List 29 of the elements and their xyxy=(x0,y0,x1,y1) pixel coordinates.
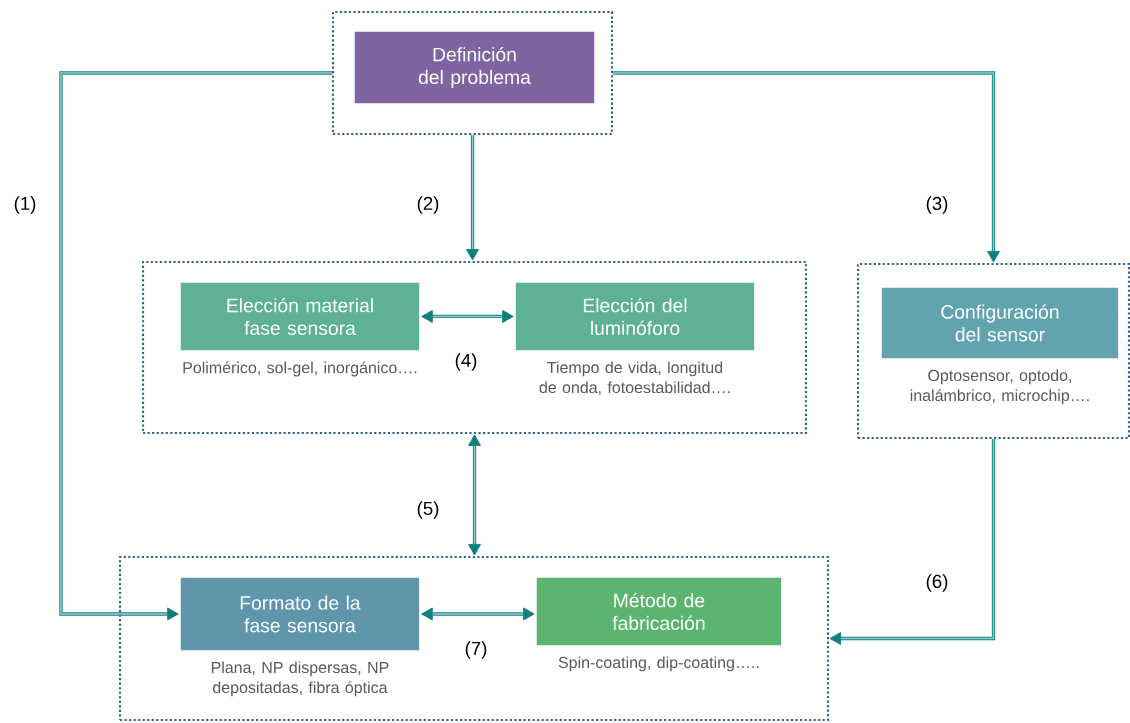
arrow xyxy=(468,434,481,556)
edge-label: (2) xyxy=(415,194,441,215)
arrow xyxy=(421,310,514,323)
process-box: Definición del problema xyxy=(353,30,596,105)
process-box: Configuración del sensor xyxy=(880,286,1120,360)
process-box: Método de fabricación xyxy=(535,576,783,647)
arrow xyxy=(421,607,535,621)
arrow xyxy=(612,71,1000,263)
edge-label: (1) xyxy=(12,194,38,215)
arrow xyxy=(829,438,996,645)
dotted-frame xyxy=(332,10,614,136)
caption-text: Tiempo de vida, longitud de onda, fotoestabilidad…. xyxy=(539,361,730,395)
edge-label: (4) xyxy=(453,351,479,373)
edge-label: (3) xyxy=(924,194,950,215)
dotted-frame xyxy=(856,262,1130,440)
arrow xyxy=(59,71,333,621)
edge-label: (6) xyxy=(924,572,950,594)
process-box: Formato de la fase sensora xyxy=(179,576,421,652)
caption-text: Plana, NP dispersas, NP depositadas, fibra óptica xyxy=(211,661,389,697)
edge-label: (5) xyxy=(415,499,441,520)
caption-text: Optosensor, optodo, inalámbrico, microchip…. xyxy=(910,369,1089,405)
caption-text: Spin-coating, dip-coating….. xyxy=(558,656,759,672)
process-box: Elección material fase sensora xyxy=(179,281,421,352)
process-box: Elección del luminóforo xyxy=(514,281,756,352)
caption-text: Polimérico, sol-gel, inorgánico…. xyxy=(183,361,417,377)
arrow xyxy=(466,134,479,261)
dotted-frame xyxy=(142,260,808,435)
edge-label: (7) xyxy=(463,639,489,660)
dotted-frame xyxy=(118,555,830,722)
